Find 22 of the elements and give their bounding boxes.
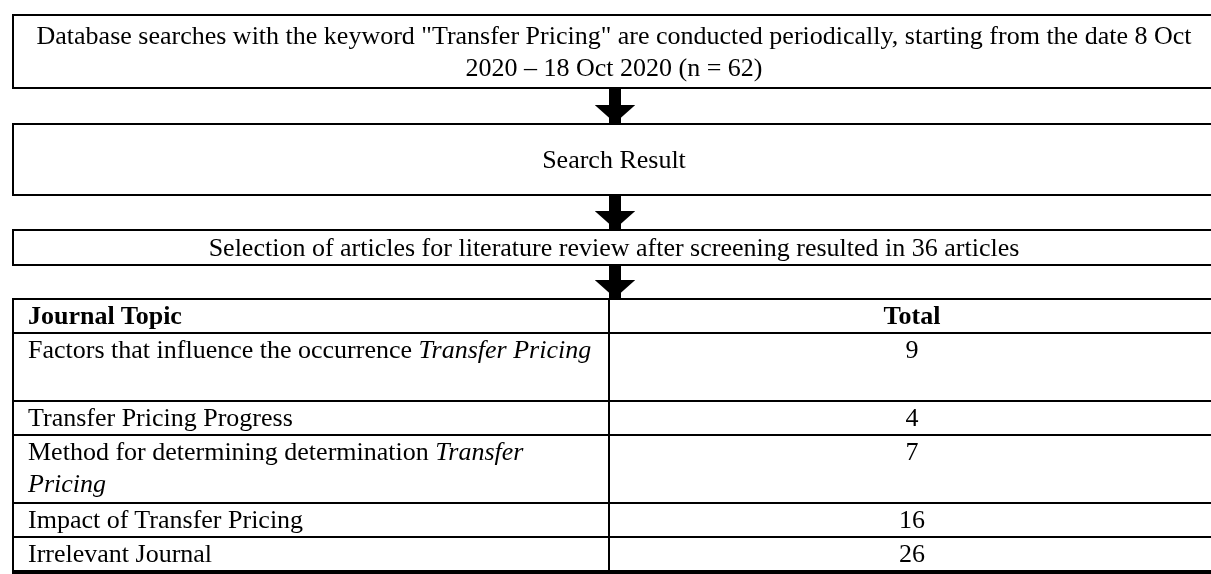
table-cell-text: Method for determining determination Transfer Pricing <box>28 437 524 498</box>
process-box <box>12 229 1211 266</box>
arrow <box>594 89 636 123</box>
column-header: Journal Topic <box>28 301 182 330</box>
box-text: Database searches with the keyword "Transfer Pricing" are conducted periodically, starting from the date 8 Oct 2020 – 18 Oct 2020 (n = 62) <box>35 19 1193 84</box>
table-cell-text: 16 <box>899 505 925 534</box>
table-cell-text: 7 <box>905 437 919 466</box>
table-cell-text: Transfer Pricing Progress <box>28 403 293 432</box>
table-cell-text: 9 <box>905 335 919 364</box>
table-cell-text: 26 <box>899 539 925 568</box>
column-header: Total <box>883 301 941 330</box>
box-text: Selection of articles for literature review after screening resulted in 36 articles <box>207 231 1021 264</box>
process-box <box>12 14 1211 89</box>
arrow <box>594 196 636 229</box>
table-cell-text: Factors that influence the occurrence Transfer Pricing <box>28 335 592 364</box>
table-cell-text: Irrelevant Journal <box>28 539 213 568</box>
arrow <box>594 266 636 298</box>
process-box <box>12 123 1211 196</box>
table-box <box>12 298 1211 574</box>
table-cell-text: Impact of Transfer Pricing <box>28 505 304 534</box>
table-cell-text: 4 <box>905 403 919 432</box>
box-text: Search Result <box>541 143 687 176</box>
